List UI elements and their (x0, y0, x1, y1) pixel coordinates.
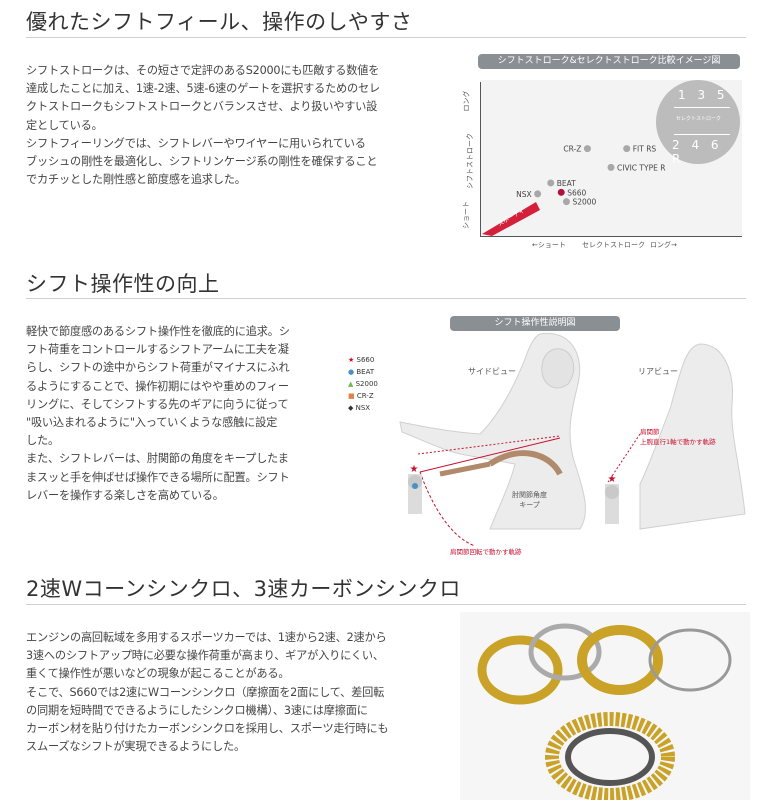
chart-point-civic-type-r (607, 163, 615, 171)
chart-point-label: CR-Z (563, 145, 581, 154)
legend-item: ◆ NSX (348, 402, 378, 414)
x-axis-long-label: ロング→ (650, 241, 677, 249)
legend-symbol: ◆ (348, 404, 356, 412)
side-view-label: サイドビュー (468, 367, 516, 376)
gate-top-gears: 1 3 5 (678, 88, 729, 102)
chart-point-label: S2000 (572, 198, 596, 207)
chart-point-s660 (557, 188, 565, 196)
diagram-legend: ★ S660● BEAT▲ S2000■ CR-Z◆ NSX (348, 354, 378, 414)
chart-point-label: NSX (516, 190, 532, 199)
section-heading-shift-operation: シフト操作性の向上 (26, 272, 220, 296)
legend-item: ■ CR-Z (348, 390, 378, 402)
shift-gate-pattern: 1 3 5 2 4 6 R セレクトストローク (656, 80, 740, 166)
svg-text:★: ★ (410, 464, 419, 475)
chart-point-label: CIVIC TYPE R (617, 163, 665, 172)
legend-item: ▲ S2000 (348, 378, 378, 390)
x-axis-title: セレクトストローク (582, 241, 645, 249)
legend-symbol: ▲ (348, 380, 356, 388)
y-axis-long-label: ロング (462, 90, 471, 112)
shoulder-axis-label: 肩関節 上腕直行1軸で動かす軌跡 (640, 428, 716, 446)
legend-symbol: ★ (348, 356, 357, 364)
elbow-angle-label: 肘関節角度 キープ (512, 491, 547, 509)
section-heading-shift-feel: 優れたシフトフィール、操作のしやすさ (26, 10, 413, 34)
shift-feel-paragraph: シフトストロークは、その短さで定評のあるS2000にも匹敵する数値を 達成したこ… (26, 64, 380, 187)
shift-operation-diagram: シフト操作性説明図 ★ S660● BEAT▲ S2000■ CR-Z◆ NSX… (340, 314, 750, 564)
legend-item: ● BEAT (348, 366, 378, 378)
chart-point-fit-rs (623, 145, 631, 153)
chart-point-nsx (534, 190, 542, 198)
svg-text:★: ★ (608, 474, 617, 485)
chart-point-s2000 (562, 198, 570, 206)
chart-point-beat (547, 179, 555, 187)
gate-select-label: セレクトストローク (676, 116, 722, 122)
heading-divider (26, 298, 746, 299)
driver-silhouette-illustration: ★ ★ (399, 332, 746, 547)
legend-label: CR-Z (356, 392, 374, 400)
heading-divider (26, 604, 746, 605)
chart-point-cr-z (583, 145, 591, 153)
x-axis-line (480, 236, 742, 237)
legend-label: S2000 (355, 380, 378, 388)
synchro-paragraph: エンジンの高回転域を多用するスポーツカーでは、1速から2速、2速から 3速へのシ… (26, 631, 389, 754)
legend-symbol: ● (348, 368, 357, 376)
chart-point-label: S660 (567, 188, 586, 197)
legend-label: BEAT (356, 368, 375, 376)
y-axis-line (480, 82, 481, 236)
chart-point-label: FIT RS (633, 145, 657, 154)
gate-bottom-gears: 2 4 6 R (672, 138, 723, 166)
y-axis-short-label: ショート (462, 201, 470, 229)
stroke-comparison-chart: シフトストローク&セレクトストローク比較イメージ図 ロング シフトストローク シ… (462, 50, 748, 255)
section-heading-synchro: 2速Wコーンシンクロ、3速カーボンシンクロ (26, 577, 461, 601)
chart-point-label: BEAT (557, 179, 576, 188)
shift-operation-paragraph: 軽快で節度感のあるシフト操作性を徹底的に追求。シ フト荷重をコントロールするシフ… (26, 325, 290, 502)
legend-item: ★ S660 (348, 354, 378, 366)
legend-label: NSX (355, 404, 371, 412)
diagram-title: シフト操作性説明図 (450, 316, 620, 331)
shoulder-rotation-label: 肩関節回転で動かす軌跡 (450, 548, 522, 556)
synchro-rings-photo (460, 612, 750, 802)
sporty-arrow (482, 202, 540, 236)
y-axis-title: シフトストローク (466, 133, 474, 189)
chart-title: シフトストローク&セレクトストローク比較イメージ図 (478, 54, 740, 69)
rear-view-label: リアビュー (638, 367, 678, 376)
legend-label: S660 (356, 356, 375, 364)
x-axis-short-label: ←ショート (532, 241, 566, 249)
legend-symbol: ■ (348, 392, 357, 400)
heading-divider (26, 37, 746, 38)
